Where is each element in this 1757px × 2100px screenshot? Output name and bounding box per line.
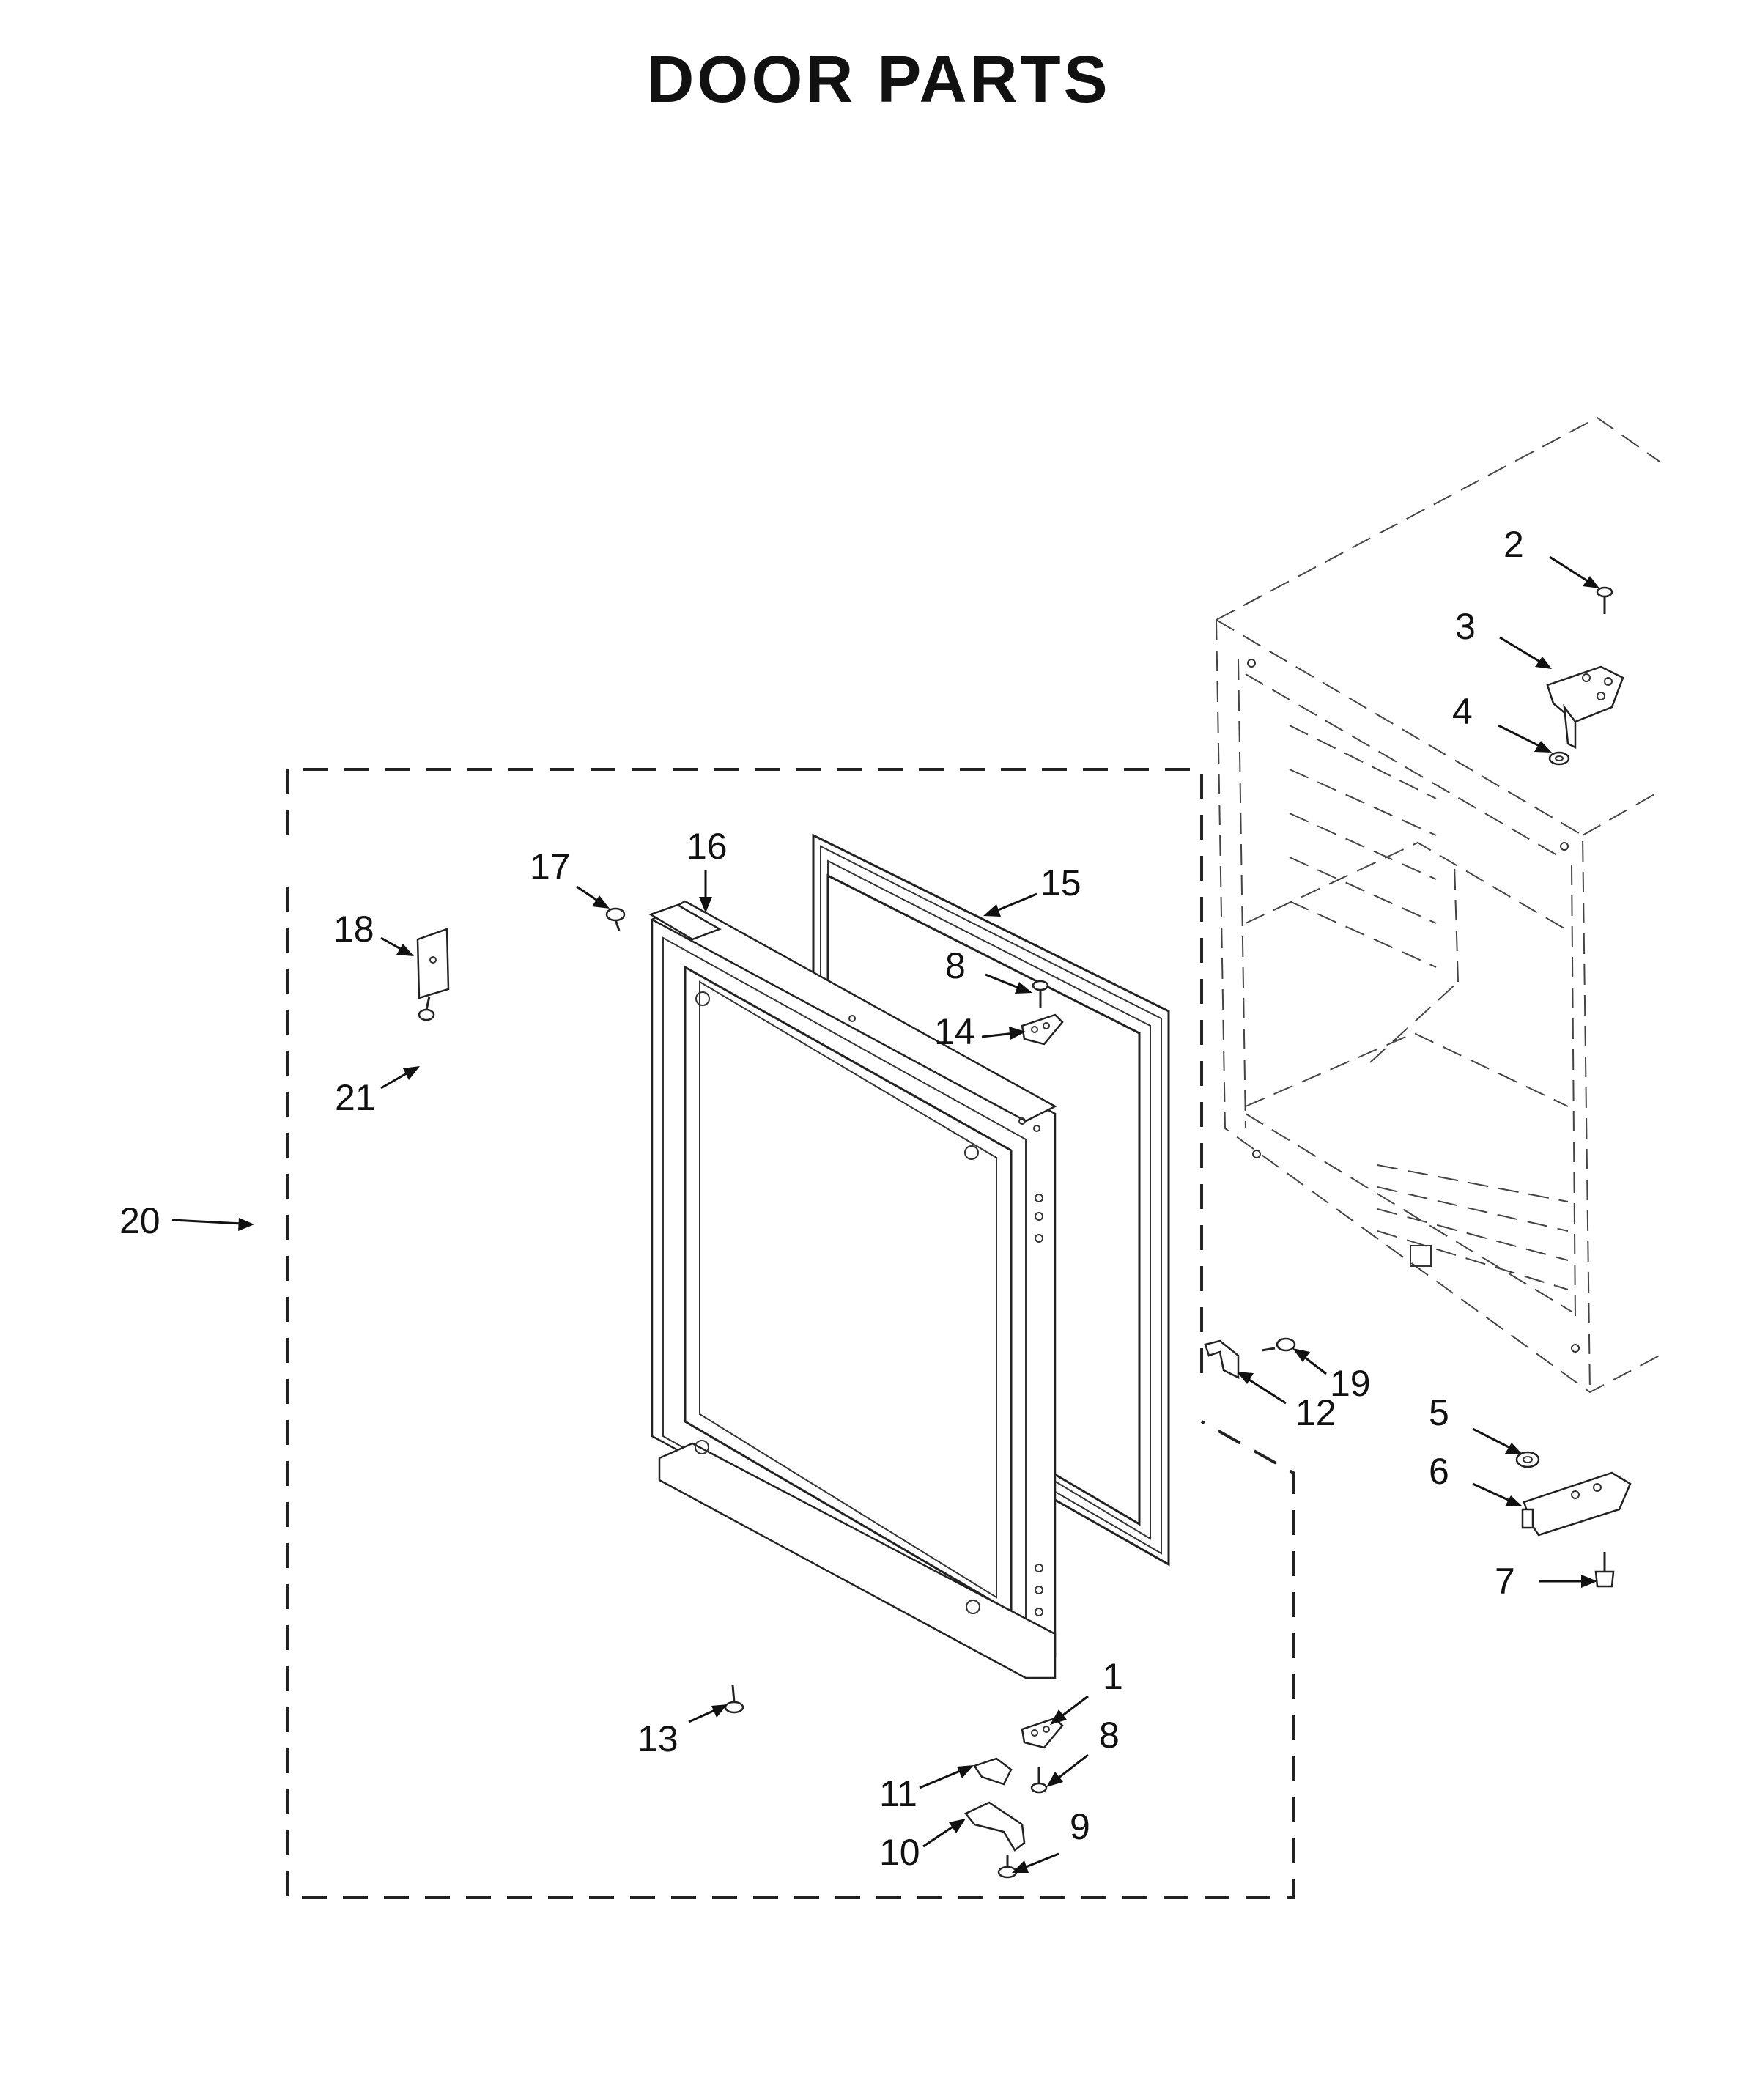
- cam-10: [964, 1801, 1026, 1852]
- callout-1: 1: [1103, 1656, 1123, 1697]
- callout-21: 21: [335, 1077, 376, 1118]
- screw-7: [1594, 1552, 1615, 1588]
- cam-11: [973, 1757, 1013, 1786]
- callout-13: 13: [637, 1718, 678, 1759]
- callout-15: 15: [1040, 862, 1081, 903]
- cover-18: [416, 928, 450, 999]
- callout-5: 5: [1429, 1392, 1449, 1433]
- callout-19: 19: [1330, 1363, 1371, 1404]
- hinge-bottom: [1521, 1471, 1632, 1537]
- callout-14: 14: [934, 1011, 975, 1052]
- callout-4: 4: [1452, 691, 1473, 732]
- callout-11: 11: [879, 1773, 917, 1814]
- cabinet-outline: [1216, 416, 1660, 1394]
- pin-13: [724, 1685, 744, 1714]
- callout-6: 6: [1429, 1451, 1449, 1492]
- callout-18: 18: [333, 909, 374, 950]
- hinge-plate-14: [1021, 1013, 1064, 1046]
- door-kit-boundary: [286, 768, 1295, 1899]
- screw-2: [1596, 586, 1613, 614]
- screw-8-bottom: [1030, 1767, 1048, 1794]
- callout-2: 2: [1503, 524, 1524, 565]
- callout-labels: 1 2 3 4 5 6 7 8 8 9 10 11 12 13 14 15 16…: [119, 524, 1524, 1873]
- leader-arrows: [171, 555, 1599, 1873]
- screw-8-top: [1032, 980, 1049, 1008]
- callout-7: 7: [1495, 1561, 1515, 1602]
- screw-9: [997, 1855, 1018, 1879]
- callout-16: 16: [687, 826, 728, 867]
- callout-3: 3: [1455, 606, 1476, 647]
- hinge-top: [1546, 665, 1624, 750]
- screw-17: [605, 907, 626, 931]
- callout-17: 17: [530, 846, 571, 887]
- callout-9: 9: [1070, 1806, 1090, 1847]
- callout-12: 12: [1295, 1392, 1336, 1433]
- callout-8-bottom: 8: [1099, 1715, 1120, 1756]
- callout-20: 20: [119, 1200, 160, 1241]
- washer-4: [1548, 751, 1570, 766]
- bracket-12: [1204, 1339, 1240, 1380]
- callout-10: 10: [879, 1832, 920, 1873]
- washer-5: [1515, 1451, 1540, 1468]
- screw-19: [1261, 1337, 1296, 1352]
- door-frame: [648, 900, 1057, 1679]
- page-title: DOOR PARTS: [646, 43, 1111, 117]
- screw-21: [418, 996, 435, 1021]
- callout-8-top: 8: [945, 945, 966, 986]
- hinge-plate-1: [1021, 1717, 1064, 1749]
